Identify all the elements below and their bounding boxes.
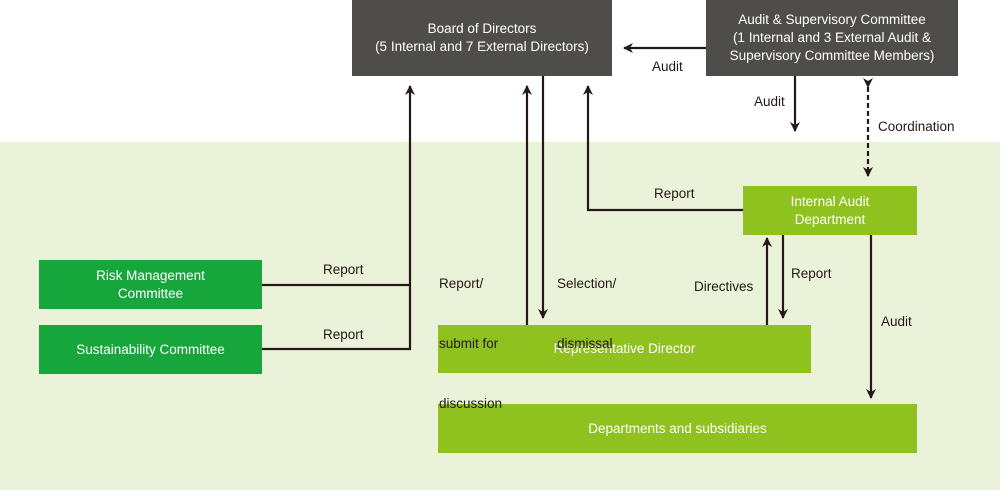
- sustainability-committee-label: Sustainability Committee: [76, 341, 225, 357]
- board-title: Board of Directors: [427, 21, 537, 36]
- label-risk-report: Report: [323, 262, 364, 277]
- label-directives: Directives: [694, 279, 754, 294]
- board-of-directors-box: Board of Directors (5 Internal and 7 Ext…: [352, 0, 612, 76]
- label-selection-line2: dismissal: [557, 336, 613, 351]
- label-audit-to-internal-audit: Audit: [754, 94, 785, 109]
- risk-committee-line1: Risk Management: [96, 267, 205, 283]
- label-rep-report-line2: submit for: [439, 336, 499, 351]
- representative-director-label: Representative Director: [553, 341, 696, 356]
- label-rep-report-line1: Report/: [439, 276, 484, 291]
- risk-committee-line2: Committee: [117, 285, 184, 301]
- label-selection-line1: Selection/: [557, 276, 617, 291]
- sustainability-committee-box: Sustainability Committee: [39, 325, 262, 374]
- representative-director-box: Representative Director: [438, 325, 811, 373]
- label-rep-report-line3: discussion: [439, 396, 503, 411]
- audit-committee-title: Audit & Supervisory Committee: [738, 12, 926, 27]
- label-internal-audit-report-to-board: Report: [654, 186, 695, 201]
- departments-subsidiaries-box: Departments and subsidiaries: [438, 404, 917, 453]
- label-internal-audit-to-departments: Audit: [881, 314, 912, 329]
- label-rep-report-submit: Report/ submit for discussion: [439, 234, 502, 434]
- label-sustainability-report: Report: [323, 327, 364, 342]
- internal-audit-line1: Internal Audit: [790, 193, 870, 209]
- label-internal-audit-report-to-rep: Report: [791, 266, 832, 281]
- audit-committee-composition-1: (1 Internal and 3 External Audit &: [732, 30, 932, 45]
- audit-supervisory-committee-box: Audit & Supervisory Committee (1 Interna…: [706, 0, 958, 76]
- label-audit-to-board: Audit: [652, 59, 683, 74]
- departments-label: Departments and subsidiaries: [588, 420, 767, 436]
- internal-audit-department-box: Internal Audit Department: [743, 186, 917, 235]
- board-composition: (5 Internal and 7 External Directors): [375, 39, 589, 54]
- label-selection-dismissal: Selection/ dismissal: [557, 234, 616, 374]
- internal-audit-line2: Department: [794, 211, 866, 227]
- edge-sustainability-to-board: [262, 85, 415, 351]
- risk-management-committee-box: Risk Management Committee: [39, 260, 262, 309]
- label-coordination: Coordination: [878, 119, 955, 134]
- audit-committee-composition-2: Supervisory Committee Members): [729, 48, 935, 63]
- edge-internal-audit-to-board: [583, 85, 743, 212]
